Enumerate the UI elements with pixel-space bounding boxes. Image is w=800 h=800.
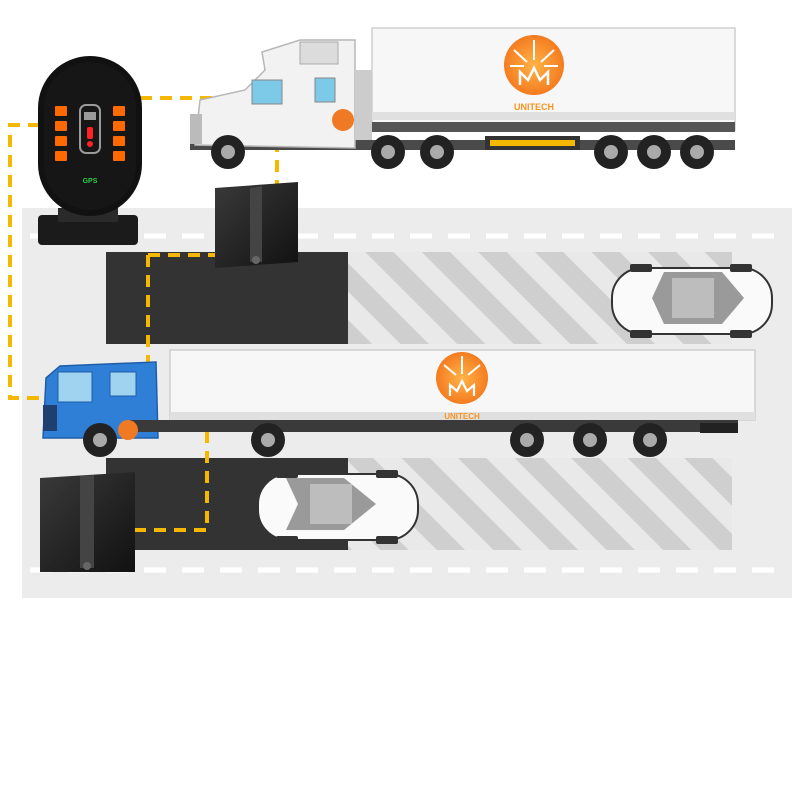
brand-name-middle: UNITECH (444, 412, 480, 421)
radar-sensor-icon-bottom (40, 472, 135, 572)
sensor-point-top (332, 109, 354, 131)
unitech-logo-middle: UNITECH (436, 352, 488, 421)
car-icon (611, 264, 773, 338)
blue-truck: UNITECH (42, 349, 756, 457)
unitech-logo-top: UNITECH (504, 35, 564, 112)
car-icon-lower (257, 470, 419, 544)
sensor-point-middle (118, 420, 138, 440)
blind-spot-monitor: GPS (38, 56, 142, 245)
vehicle-top-icon (79, 104, 101, 154)
white-truck: UNITECH (190, 27, 736, 169)
exclamation-icon (87, 127, 93, 147)
brand-name-top: UNITECH (514, 102, 554, 112)
blue-truck-wheels (83, 423, 667, 457)
radar-sensor-icon (215, 182, 298, 268)
indicator-lights (55, 106, 125, 161)
white-truck-wheels (211, 135, 714, 169)
gps-label: GPS (83, 178, 98, 185)
